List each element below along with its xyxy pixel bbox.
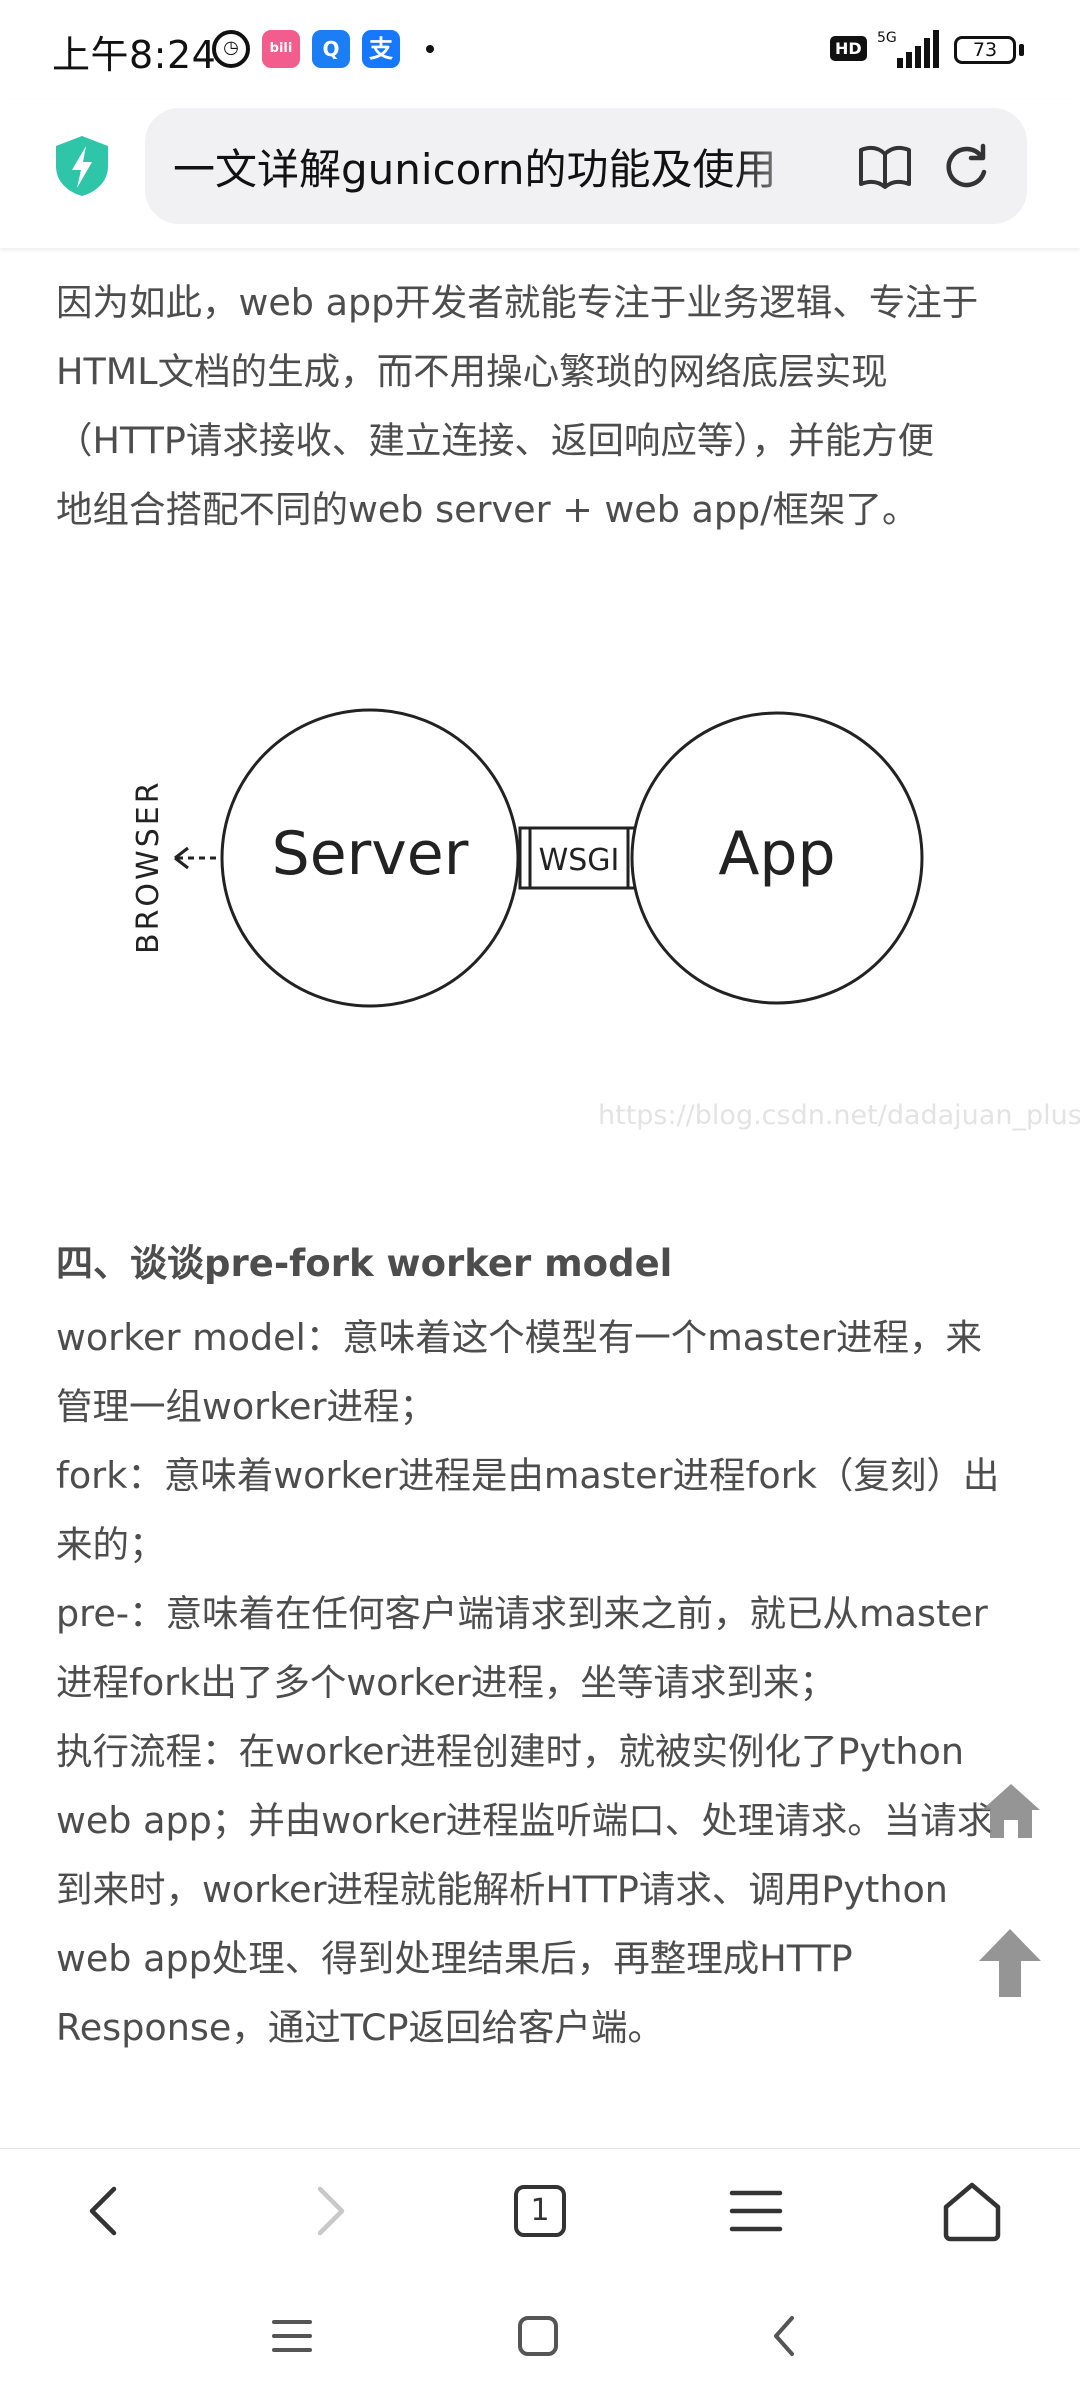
body-line: 到来时，worker进程就能解析HTTP请求、调用Python	[56, 1868, 948, 1911]
bilibili-icon: bili	[262, 30, 300, 68]
section-title: 四、谈谈pre-fork worker model	[56, 1242, 673, 1285]
forward-button[interactable]	[296, 2179, 360, 2243]
status-bar: 上午8:24 ◷ bili Q 支 HD 5G 73	[0, 0, 1080, 100]
intro-paragraph: 因为如此，web app开发者就能专注于业务逻辑、专注于 HTML文档的生成，而…	[56, 268, 1026, 544]
security-shield-icon[interactable]	[52, 134, 112, 198]
network-type: 5G	[877, 30, 897, 46]
scroll-to-top-icon[interactable]	[975, 1925, 1045, 2001]
body-line: web app处理、得到处理结果后，再整理成HTTP	[56, 1937, 853, 1980]
browser-address-bar: 一文详解gunicorn的功能及使用	[0, 100, 1080, 248]
article-content: 因为如此，web app开发者就能专注于业务逻辑、专注于 HTML文档的生成，而…	[0, 248, 1080, 2148]
body-line: 执行流程：在worker进程创建时，就被实例化了Python	[56, 1730, 965, 1773]
tab-count: 1	[530, 2193, 550, 2228]
url-fade	[735, 128, 825, 198]
wsgi-diagram: BROWSER Server WSGI App	[131, 708, 924, 1008]
url-title[interactable]: 一文详解gunicorn的功能及使用	[173, 145, 777, 194]
system-back-button[interactable]	[762, 2312, 810, 2360]
intro-line: 地组合搭配不同的web server + web app/框架了。	[56, 488, 919, 531]
system-nav-bar	[0, 2272, 1080, 2400]
browser-label: BROWSER	[131, 779, 166, 954]
alarm-icon: ◷	[212, 30, 250, 68]
intro-line: 因为如此，web app开发者就能专注于业务逻辑、专注于	[56, 281, 979, 324]
qq-icon: Q	[312, 30, 350, 68]
body-paragraph: worker model：意味着这个模型有一个master进程，来 管理一组wo…	[56, 1303, 1026, 2062]
status-time: 上午8:24	[52, 33, 217, 77]
server-label: Server	[272, 819, 469, 889]
url-field[interactable]: 一文详解gunicorn的功能及使用	[145, 108, 1027, 224]
reader-mode-icon[interactable]	[857, 144, 913, 190]
body-line: 进程fork出了多个worker进程，坐等请求到来；	[56, 1661, 836, 1704]
intro-line: HTML文档的生成，而不用操心繁琐的网络底层实现	[56, 350, 888, 393]
intro-line: （HTTP请求接收、建立连接、返回响应等），并能方便	[56, 419, 935, 462]
app-circle	[630, 711, 924, 1005]
hd-badge: HD	[830, 36, 867, 61]
server-circle	[220, 708, 520, 1008]
browser-toolbar: 1	[0, 2148, 1080, 2273]
tabs-icon	[514, 2185, 566, 2237]
app-label: App	[718, 819, 835, 889]
body-line: worker model：意味着这个模型有一个master进程，来	[56, 1316, 982, 1359]
notification-dot-icon	[426, 45, 434, 53]
back-button[interactable]	[74, 2179, 138, 2243]
body-line: 管理一组worker进程；	[56, 1385, 436, 1428]
menu-button[interactable]	[724, 2179, 788, 2243]
alipay-icon: 支	[362, 30, 400, 68]
battery-indicator: 73	[954, 36, 1016, 64]
refresh-icon[interactable]	[941, 142, 991, 192]
body-line: Response，通过TCP返回给客户端。	[56, 2006, 664, 2049]
body-line: 来的；	[56, 1523, 166, 1566]
home-button[interactable]	[940, 2179, 1004, 2243]
body-line: fork：意味着worker进程是由master进程fork（复刻）出	[56, 1454, 1000, 1497]
body-line: pre-：意味着在任何客户端请求到来之前，就已从master	[56, 1592, 988, 1635]
tabs-button[interactable]: 1	[508, 2179, 572, 2243]
recent-apps-button[interactable]	[268, 2312, 316, 2360]
image-watermark: https://blog.csdn.net/dadajuan_plus	[598, 1100, 1080, 1131]
system-home-button[interactable]	[514, 2312, 562, 2360]
body-line: web app；并由worker进程监听端口、处理请求。当请求	[56, 1799, 994, 1842]
wsgi-box	[518, 826, 640, 890]
signal-icon: 5G	[877, 30, 939, 68]
wsgi-label: WSGI	[539, 843, 620, 878]
float-home-icon[interactable]	[978, 1780, 1044, 1842]
battery-tip	[1019, 44, 1024, 56]
